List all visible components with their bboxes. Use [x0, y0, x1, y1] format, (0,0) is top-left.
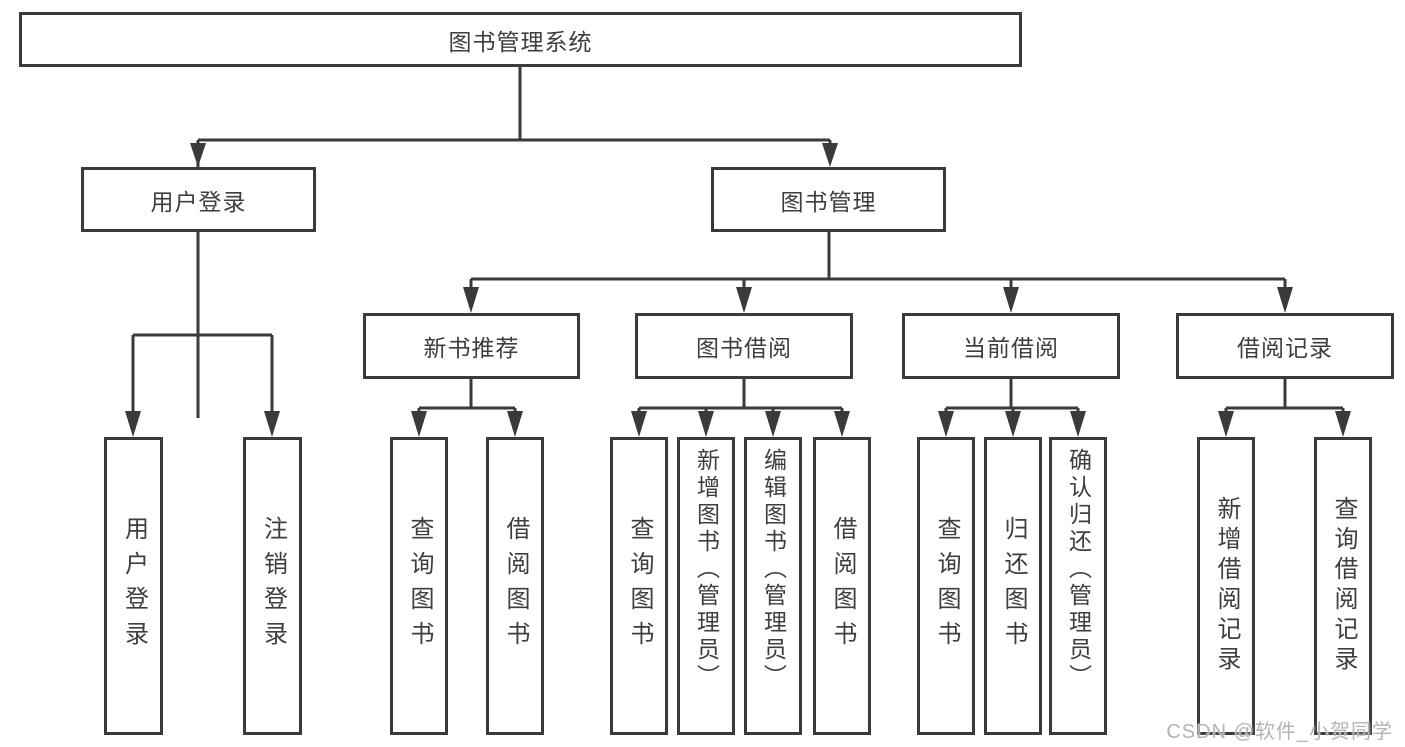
node-leaf-recommend-borrow-books: 借阅图书: [486, 437, 544, 735]
node-borrow-record: 借阅记录: [1176, 313, 1394, 379]
connector-records-to-leaves: [1218, 379, 1351, 437]
node-leaf-logout: 注销登录: [243, 437, 302, 735]
node-leaf-current-query-books: 查询图书: [917, 437, 975, 735]
node-leaf-borrow-query-books: 查询图书: [610, 437, 668, 735]
node-leaf-current-return-books: 归还图书: [984, 437, 1042, 735]
node-library-system: 图书管理系统: [19, 12, 1022, 67]
node-book-management: 图书管理: [711, 167, 946, 232]
node-leaf-borrow-edit-books-admin: 编辑图书（管理员）: [744, 437, 802, 735]
node-leaf-user-login: 用户登录: [104, 437, 163, 735]
csdn-watermark: CSDN @软件_小贺同学: [1166, 721, 1393, 743]
node-leaf-borrow-add-books-admin: 新增图书（管理员）: [677, 437, 735, 735]
node-leaf-records-query-record: 查询借阅记录: [1314, 437, 1372, 735]
node-leaf-records-add-record: 新增借阅记录: [1197, 437, 1255, 735]
node-new-book-recommend: 新书推荐: [363, 313, 580, 379]
connector-userlogin-to-leaves: [125, 232, 280, 437]
connector-current-to-leaves: [938, 379, 1086, 437]
connector-bookmgmt-to-level3: [463, 232, 1293, 313]
node-leaf-current-confirm-return-admin: 确认归还（管理员）: [1049, 437, 1107, 735]
connector-recommend-to-leaves: [411, 379, 523, 437]
node-leaf-borrow-borrow-books: 借阅图书: [813, 437, 871, 735]
node-leaf-recommend-query-books: 查询图书: [390, 437, 448, 735]
node-current-borrow: 当前借阅: [902, 313, 1120, 379]
node-book-borrow: 图书借阅: [635, 313, 853, 379]
connector-borrow-to-leaves: [631, 379, 850, 437]
node-user-login: 用户登录: [81, 167, 316, 232]
